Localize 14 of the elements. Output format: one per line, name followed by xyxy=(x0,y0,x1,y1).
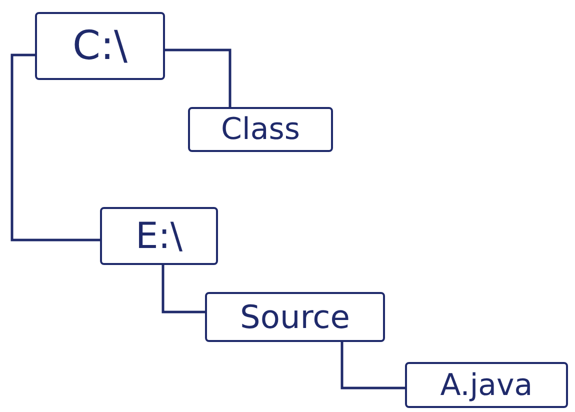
folder-label: A.java xyxy=(440,368,533,402)
folder-label: Class xyxy=(221,112,300,147)
connector-line xyxy=(165,48,232,107)
folder-box xyxy=(405,362,568,408)
connector-line xyxy=(340,342,405,390)
folder-box xyxy=(188,107,333,152)
folder-label: Source xyxy=(240,298,350,336)
connector-line xyxy=(10,54,100,242)
connector-line xyxy=(162,265,205,314)
folder-box xyxy=(35,12,165,80)
folder-label: E:\ xyxy=(135,216,182,256)
folder-box xyxy=(100,207,218,265)
folder-box xyxy=(205,292,385,342)
folder-label: C:\ xyxy=(72,23,128,69)
